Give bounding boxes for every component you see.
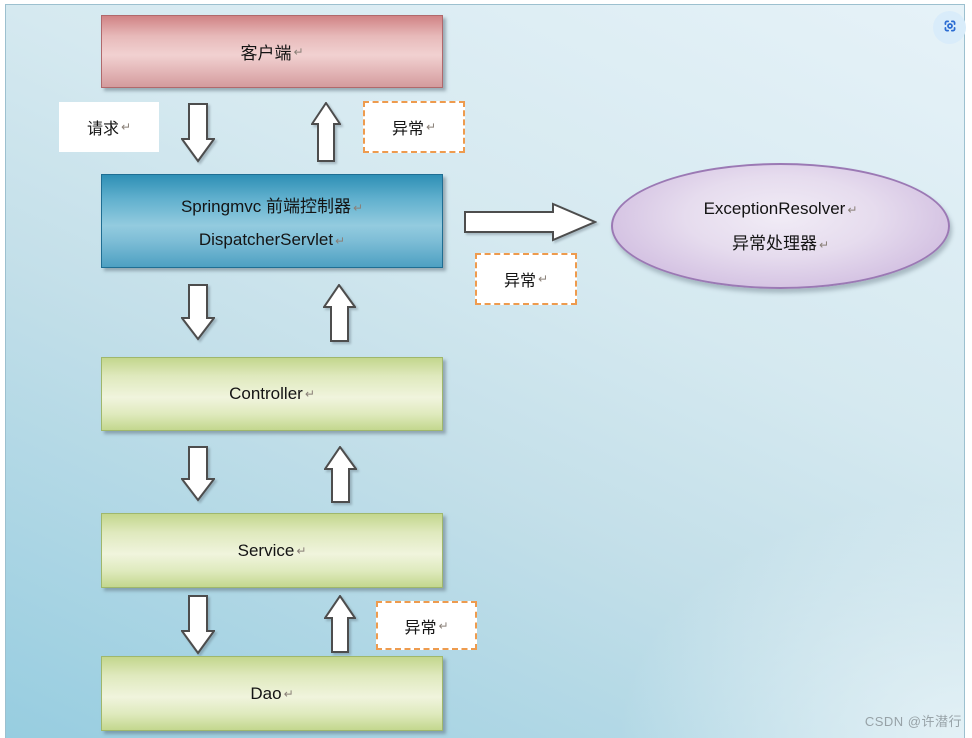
down-arrow-service-dao bbox=[181, 595, 215, 655]
return-mark: ↵ bbox=[304, 387, 315, 401]
client-label: 客户端 bbox=[240, 44, 292, 63]
resolver-line1: ExceptionResolver↵ bbox=[703, 198, 858, 218]
resolver-node: ExceptionResolver↵ 异常处理器↵ bbox=[611, 163, 950, 289]
controller-node: Controller↵ bbox=[101, 357, 443, 431]
controller-label: Controller bbox=[229, 384, 303, 403]
request-label: 请求↵ bbox=[59, 102, 159, 152]
dispatcher-line1: Springmvc 前端控制器↵ bbox=[180, 197, 364, 216]
return-mark: ↵ bbox=[425, 120, 437, 134]
service-node: Service↵ bbox=[101, 513, 443, 588]
return-mark: ↵ bbox=[335, 234, 346, 248]
resolver-line2: 异常处理器↵ bbox=[731, 233, 830, 253]
service-label: Service bbox=[237, 540, 295, 560]
exception-label-mid: 异常↵ bbox=[475, 253, 577, 305]
return-mark: ↵ bbox=[818, 237, 830, 252]
dispatcher-line2: DispatcherServlet↵ bbox=[198, 230, 346, 249]
dao-label: Dao bbox=[250, 683, 282, 703]
dispatcher-node: Springmvc 前端控制器↵ DispatcherServlet↵ bbox=[101, 174, 443, 268]
down-arrow-controller-service bbox=[181, 446, 215, 502]
exception-label-bottom: 异常↵ bbox=[376, 601, 477, 650]
right-arrow-to-resolver bbox=[464, 202, 597, 242]
exception-label-top: 异常↵ bbox=[363, 101, 465, 153]
return-mark: ↵ bbox=[438, 618, 449, 633]
down-arrow-request bbox=[181, 103, 215, 163]
up-arrow-dao-service bbox=[324, 595, 356, 653]
return-mark: ↵ bbox=[296, 543, 307, 558]
up-arrow-service-controller bbox=[324, 446, 357, 503]
return-mark: ↵ bbox=[293, 44, 304, 59]
dao-node: Dao↵ bbox=[101, 656, 443, 731]
return-mark: ↵ bbox=[537, 272, 549, 286]
up-arrow-controller-dispatcher bbox=[323, 284, 356, 342]
client-node: 客户端↵ bbox=[101, 15, 443, 88]
return-mark: ↵ bbox=[120, 120, 132, 134]
csdn-watermark: CSDN @许潜行 bbox=[864, 714, 962, 729]
return-mark: ↵ bbox=[847, 202, 858, 217]
up-arrow-exception-top bbox=[311, 102, 341, 162]
return-mark: ↵ bbox=[352, 201, 364, 215]
down-arrow-dispatcher-controller bbox=[181, 284, 215, 341]
scan-image-button[interactable] bbox=[933, 11, 966, 44]
return-mark: ↵ bbox=[283, 686, 294, 701]
scan-focus-icon bbox=[939, 15, 961, 40]
